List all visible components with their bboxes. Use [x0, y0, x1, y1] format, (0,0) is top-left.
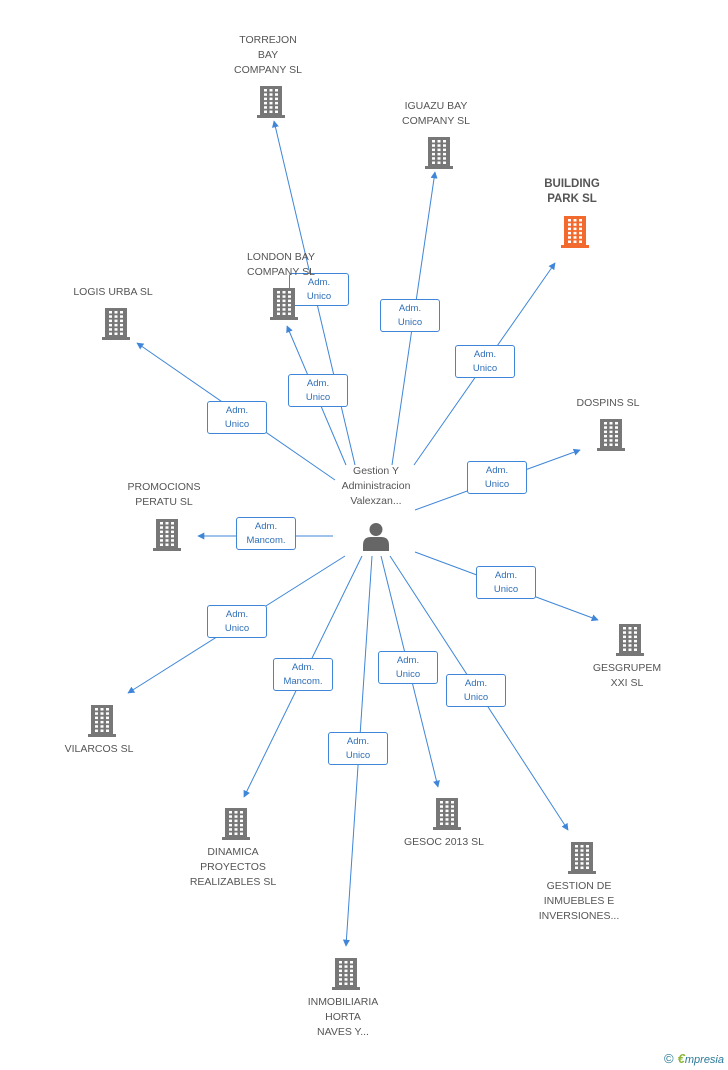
role-label-dospins[interactable]: Adm. Unico [467, 461, 527, 494]
role-label-iguazu[interactable]: Adm. Unico [380, 299, 440, 332]
building-icon-gestion-inmuebles[interactable] [566, 840, 598, 874]
role-label-vilarcos[interactable]: Adm. Unico [207, 605, 267, 638]
building-icon-iguazu[interactable] [423, 135, 455, 169]
building-icon-london[interactable] [268, 286, 300, 320]
company-name-vilarcos[interactable]: VILARCOS SL [64, 743, 134, 755]
company-name-dinamica[interactable]: DINAMICA PROYECTOS REALIZABLES SL [189, 846, 277, 888]
role-label-london[interactable]: Adm. Unico [288, 374, 348, 407]
role-label-building-park[interactable]: Adm. Unico [455, 345, 515, 378]
company-name-promociones[interactable]: PROMOCIONS PERATU SL [127, 481, 201, 508]
company-name-building-park[interactable]: BUILDING PARK SL [544, 178, 600, 205]
role-label-dinamica[interactable]: Adm. Mancom. [273, 658, 333, 691]
brand-name: mpresia [684, 1054, 724, 1066]
building-icon-logis[interactable] [100, 306, 132, 340]
building-icon-torrejon[interactable] [255, 84, 287, 118]
footer-brand: ©€mpresia [664, 1051, 724, 1066]
role-label-gesgrupem[interactable]: Adm. Unico [476, 566, 536, 599]
building-icon-gesgrupem[interactable] [614, 622, 646, 656]
company-name-dospins[interactable]: DOSPINS SL [576, 397, 640, 409]
role-label-gesoc[interactable]: Adm. Unico [378, 651, 438, 684]
role-label-torrejon[interactable]: Adm. Unico [289, 273, 349, 306]
building-icon-vilarcos[interactable] [86, 703, 118, 737]
role-label-gestion-inmuebles[interactable]: Adm. Unico [446, 674, 506, 707]
building-icon-dospins[interactable] [595, 417, 627, 451]
building-icon-dinamica[interactable] [220, 806, 252, 840]
role-label-promociones[interactable]: Adm. Mancom. [236, 517, 296, 550]
company-name-gesoc[interactable]: GESOC 2013 SL [404, 836, 484, 848]
role-label-logis[interactable]: Adm. Unico [207, 401, 267, 434]
company-name-london[interactable]: LONDON BAY COMPANY SL [246, 251, 316, 278]
building-icon-building-park[interactable] [559, 214, 591, 248]
company-name-gesgrupem[interactable]: GESGRUPEM XXI SL [592, 662, 662, 689]
company-name-iguazu[interactable]: IGUAZU BAY COMPANY SL [402, 100, 470, 127]
building-icon-inmobiliaria[interactable] [330, 956, 362, 990]
building-icon-gesoc[interactable] [431, 796, 463, 830]
company-name-gestion-inmuebles[interactable]: GESTION DE INMUEBLES E INVERSIONES... [538, 880, 620, 922]
company-name-inmobiliaria[interactable]: INMOBILIARIA HORTA NAVES Y... [307, 996, 379, 1038]
center-person-name[interactable]: Gestion Y Administracion Valexzan... [341, 465, 411, 507]
brand-initial: € [677, 1051, 685, 1066]
center-person-icon[interactable] [361, 521, 391, 551]
building-icon-promociones[interactable] [151, 517, 183, 551]
role-label-inmobiliaria[interactable]: Adm. Unico [328, 732, 388, 765]
copyright-symbol: © [664, 1051, 674, 1066]
company-name-torrejon[interactable]: TORREJON BAY COMPANY SL [234, 34, 302, 76]
company-name-logis[interactable]: LOGIS URBA SL [73, 286, 153, 298]
